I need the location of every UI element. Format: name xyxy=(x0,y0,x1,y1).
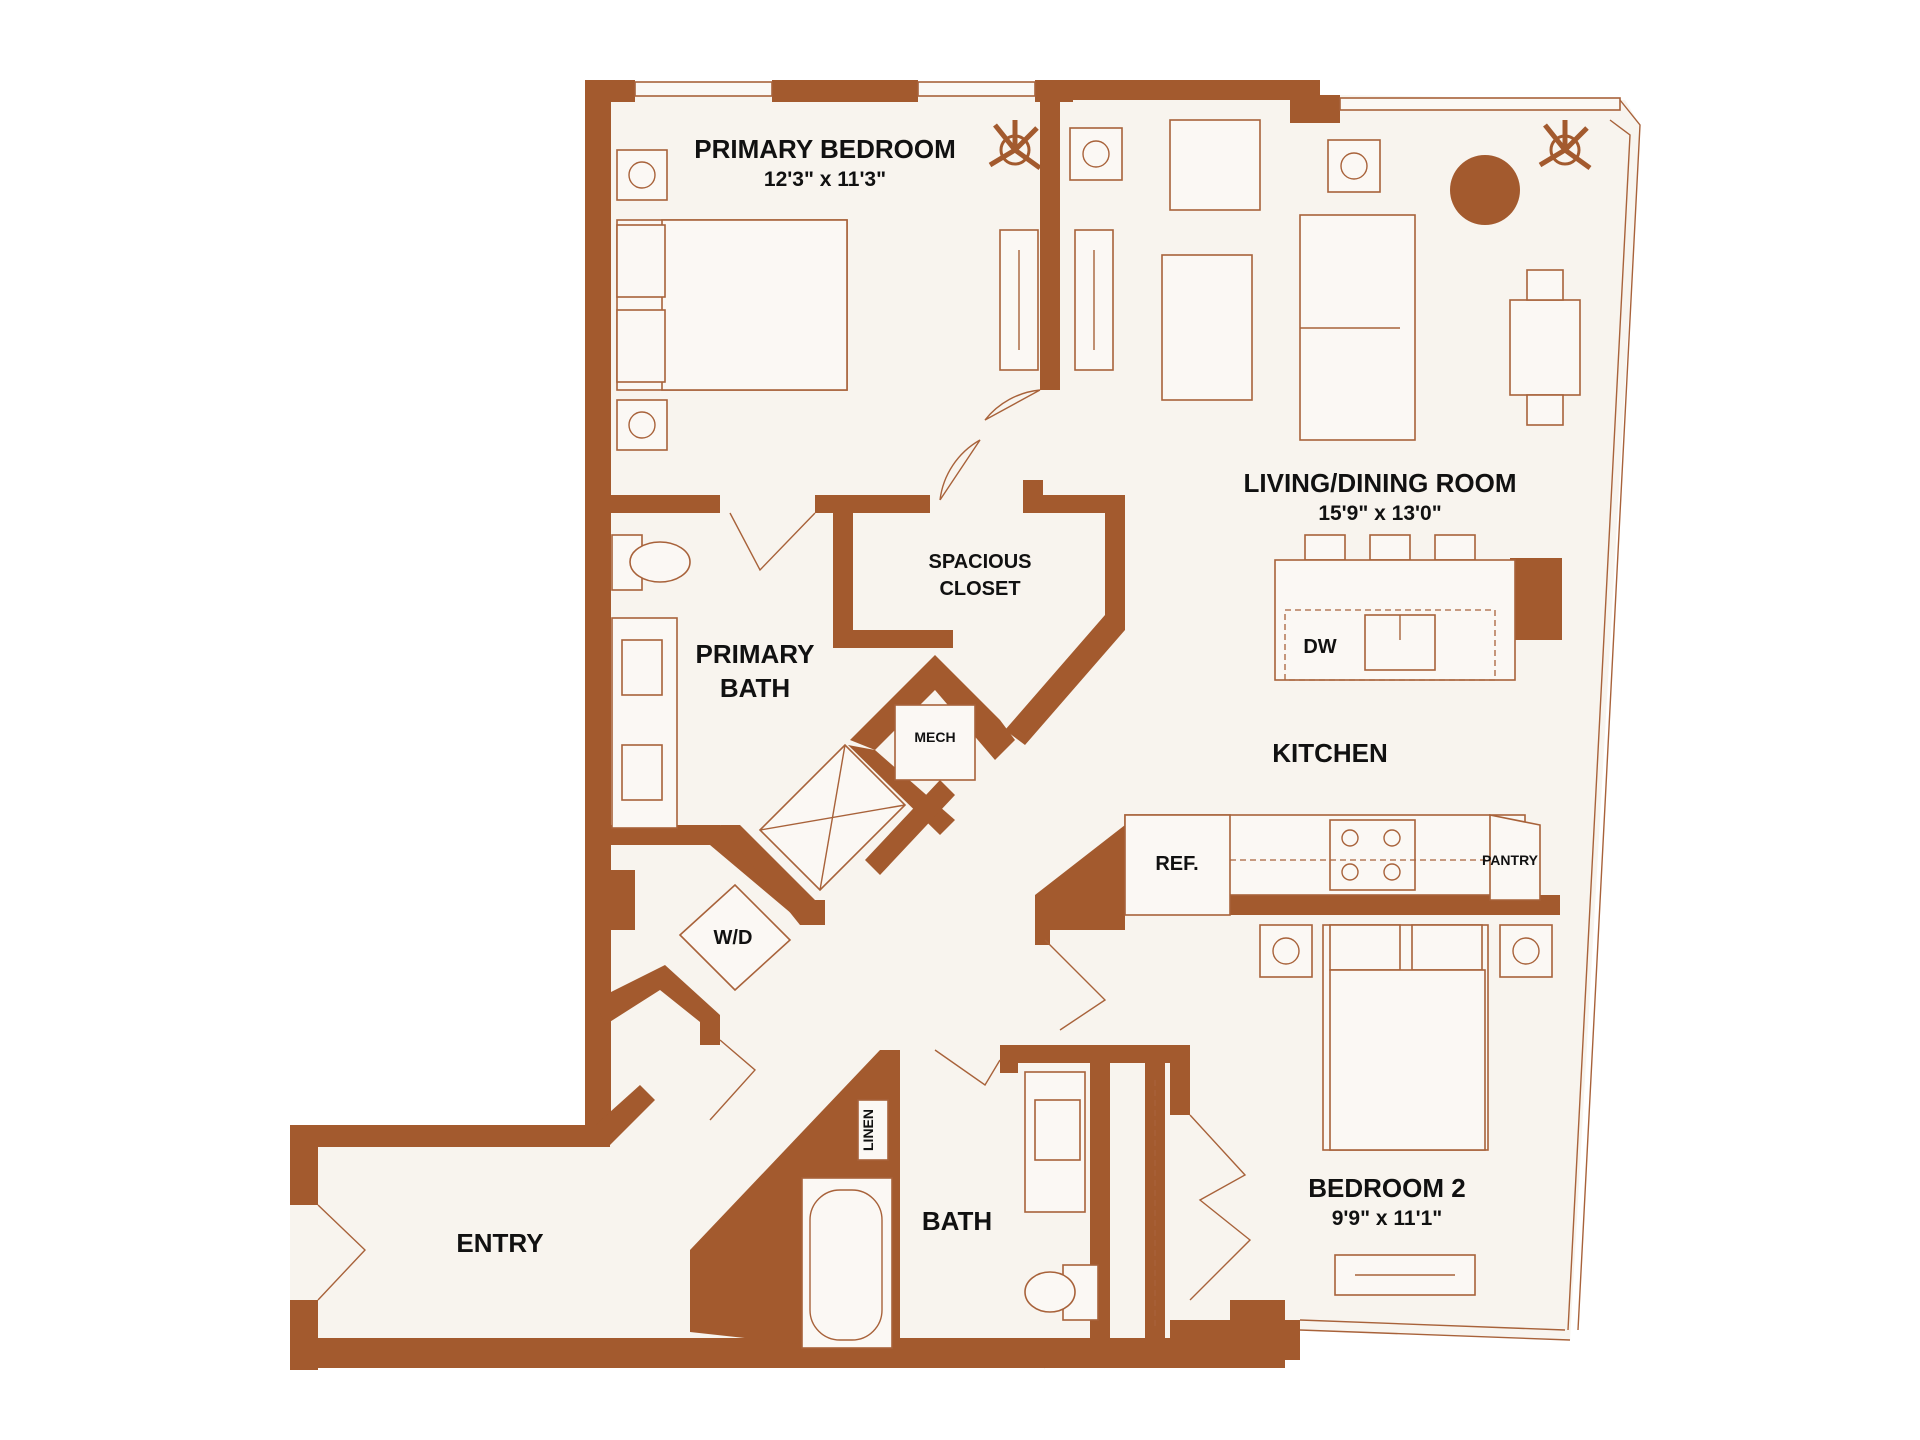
primary-bedroom-label: PRIMARY BEDROOM xyxy=(694,134,955,164)
kitchen-fixtures xyxy=(1124,534,1541,916)
linen xyxy=(857,1099,889,1161)
dw-label: DW xyxy=(1303,636,1336,658)
primary-bath-label-2: BATH xyxy=(720,673,790,703)
mech-label: MECH xyxy=(914,729,955,745)
closet-label-1: SPACIOUS xyxy=(929,551,1032,573)
ref-label: REF. xyxy=(1155,853,1198,875)
kitchen-label: KITCHEN xyxy=(1272,738,1388,768)
washer-dryer xyxy=(678,883,792,992)
round-table xyxy=(1450,155,1520,225)
lamp-icon xyxy=(1340,152,1368,180)
pantry-label: PANTRY xyxy=(1482,852,1539,868)
primary-bedroom-dims: 12'3" x 11'3" xyxy=(764,168,886,191)
stove-icon xyxy=(1329,819,1416,891)
bedroom2-furniture xyxy=(1259,924,1553,1296)
lamp-icon xyxy=(1272,937,1300,965)
door-swing-icon xyxy=(934,1049,1001,1087)
door-swing-icon xyxy=(729,512,816,572)
bedroom2-dims: 9'9" x 11'1" xyxy=(1332,1207,1443,1230)
windows xyxy=(634,81,1641,1341)
door-swing-icon xyxy=(984,389,1041,421)
closet-label-2: CLOSET xyxy=(939,578,1020,600)
door-swing-icon xyxy=(709,1039,757,1121)
plant-icon xyxy=(1538,120,1592,171)
primary-bedroom-furniture xyxy=(616,120,1042,451)
door-swing-icon xyxy=(1044,939,1107,1031)
primary-bath-label-1: PRIMARY xyxy=(696,639,815,669)
bedroom2-label: BEDROOM 2 xyxy=(1308,1173,1465,1203)
walls xyxy=(290,80,1562,1370)
lamp-icon xyxy=(1512,937,1540,965)
lamp-icon xyxy=(628,411,656,439)
living-room-furniture xyxy=(1069,119,1592,441)
living-dining-dims: 15'9" x 13'0" xyxy=(1318,502,1441,525)
sink-icon xyxy=(1034,1099,1081,1161)
entry-label: ENTRY xyxy=(456,1228,543,1258)
linen-label: LINEN xyxy=(860,1109,876,1151)
primary-bath-fixtures xyxy=(611,534,976,892)
dining-table xyxy=(1509,299,1581,396)
door-swing-icon xyxy=(317,1204,366,1301)
sink-icon xyxy=(621,744,663,801)
door-swings xyxy=(317,389,1252,1301)
toilet-icon xyxy=(629,541,691,583)
lamp-icon xyxy=(628,161,656,189)
door-swing-icon xyxy=(939,439,981,501)
toilet-icon xyxy=(1024,1271,1076,1313)
door-swing-icon xyxy=(1189,1114,1252,1301)
bath-label: BATH xyxy=(922,1206,992,1236)
wd-label: W/D xyxy=(714,927,753,949)
sink-icon xyxy=(621,639,663,696)
utility-fixtures xyxy=(678,883,1156,1349)
room-labels: PRIMARY BEDROOM 12'3" x 11'3" LIVING/DIN… xyxy=(456,134,1538,1258)
plant-icon xyxy=(988,120,1042,171)
bathtub xyxy=(801,1177,893,1349)
living-dining-label: LIVING/DINING ROOM xyxy=(1244,468,1517,498)
lamp-icon xyxy=(1082,140,1110,168)
